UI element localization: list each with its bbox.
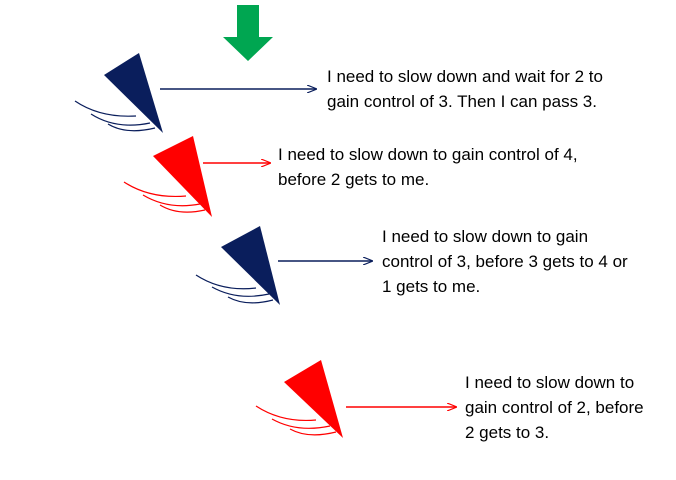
boat-3 (195, 226, 372, 305)
sailboat-icon (221, 226, 280, 305)
wake-lines (255, 405, 337, 436)
note-line: gain control of 3. Then I can pass 3. (327, 92, 597, 111)
note-line: control of 3, before 3 gets to 4 or (382, 252, 628, 271)
boat-1-note: I need to slow down and wait for 2 to ga… (327, 64, 603, 114)
note-line: I need to slow down to gain (382, 227, 589, 246)
wake-lines (195, 274, 274, 304)
note-line: 1 gets to me. (382, 277, 481, 296)
wake-lines (123, 181, 206, 213)
boat-4-note: I need to slow down to gain control of 2… (465, 370, 644, 445)
sailboat-icon (104, 53, 163, 133)
boat-2 (123, 136, 270, 217)
sailboat-icon (153, 136, 212, 217)
note-line: I need to slow down to (465, 373, 635, 392)
note-line: 2 gets to 3. (465, 423, 550, 442)
boat-3-note: I need to slow down to gain control of 3… (382, 224, 628, 299)
note-line: before 2 gets to me. (278, 170, 430, 189)
note-line: I need to slow down to gain control of 4… (278, 145, 578, 164)
note-line: I need to slow down and wait for 2 to (327, 67, 603, 86)
boat-2-note: I need to slow down to gain control of 4… (278, 142, 578, 192)
wake-lines (74, 100, 156, 132)
sailboat-icon (284, 360, 343, 438)
down-arrow-icon (223, 5, 273, 61)
boat-4 (255, 360, 456, 438)
note-line: gain control of 2, before (465, 398, 644, 417)
boat-1 (74, 53, 316, 133)
